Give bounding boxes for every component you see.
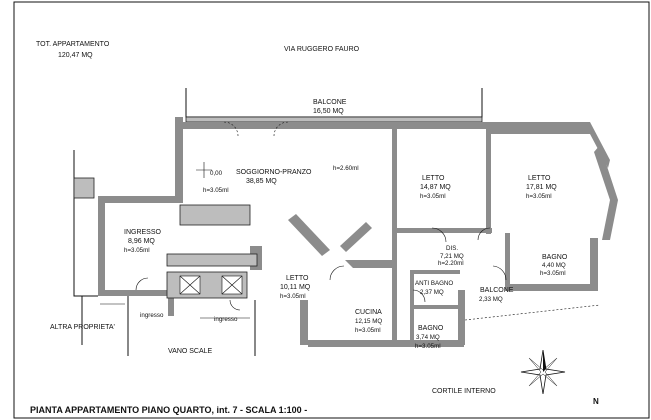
level-mark [196, 162, 212, 178]
ingresso-name: INGRESSO [124, 229, 162, 236]
cucina-area: 12,15 MQ [355, 318, 382, 325]
core-block [166, 253, 258, 299]
balcone-top-name: BALCONE [313, 99, 347, 106]
ingresso-right-label: ingresso [214, 316, 238, 323]
antibagno-area: 2,37 MQ [420, 289, 444, 296]
ingresso-height: h=3.05ml [124, 247, 150, 254]
letto2-height: h=3.05ml [526, 193, 552, 200]
cucina-height: h=3.05ml [355, 327, 381, 334]
bagno1-name: BAGNO [542, 254, 568, 261]
soggiorno-name: SOGGIORNO-PRANZO [236, 169, 312, 176]
door-swings [135, 121, 507, 311]
balcone-small-area: 2,33 MQ [479, 296, 503, 303]
cucina-name: CUCINA [355, 309, 382, 316]
interior-walls [179, 129, 510, 345]
courtyard-line [464, 304, 601, 321]
letto3-height: h=3.05ml [280, 293, 306, 300]
street-label: VIA RUGGERO FAURO [284, 46, 360, 53]
bagno2-name: BAGNO [418, 325, 444, 332]
total-area: 120,47 MQ [58, 52, 93, 59]
level-value: 0,00 [210, 170, 223, 177]
bagno2-area: 3,74 MQ [416, 334, 440, 341]
left-stairs-block [73, 150, 256, 356]
ingresso-left-label: ingresso [140, 312, 164, 319]
outer-walls [98, 117, 618, 347]
dis-height: h=2.20ml [438, 260, 464, 267]
bagno2-height: h=3.05ml [415, 343, 441, 350]
plan-title: PIANTA APPARTAMENTO PIANO QUARTO, int. 7… [30, 405, 307, 415]
bagno1-area: 4,40 MQ [542, 262, 566, 269]
letto2-area: 17,81 MQ [526, 184, 557, 191]
north-arrow-icon [520, 349, 566, 395]
letto3-name: LETTO [286, 275, 309, 282]
soggiorno-height: h=2.60ml [333, 165, 359, 172]
vano-scale-label: VANO SCALE [168, 348, 213, 355]
cortile-label: CORTILE INTERNO [432, 388, 496, 395]
altra-proprieta-label: ALTRA PROPRIETA' [50, 324, 115, 331]
antibagno-name: ANTI BAGNO [415, 280, 453, 287]
balcone-top-area: 16,50 MQ [313, 108, 344, 115]
bagno1-height: h=3.05ml [540, 270, 566, 277]
letto1-height: h=3.05ml [420, 193, 446, 200]
soggiorno-area: 38,85 MQ [246, 178, 277, 185]
letto3-area: 10,11 MQ [280, 284, 311, 291]
letto2-name: LETTO [528, 175, 551, 182]
north-label: N [593, 397, 599, 406]
dis-name: DIS. [446, 245, 458, 252]
balcony-top-rail [185, 116, 483, 123]
ingresso-area: 8,96 MQ [128, 238, 155, 245]
level-height: h=3.05ml [203, 187, 229, 194]
letto1-area: 14,87 MQ [420, 184, 451, 191]
balcone-small-name: BALCONE [480, 287, 514, 294]
dis-area: 7,21 MQ [440, 253, 464, 260]
total-label: TOT. APPARTAMENTO [36, 41, 110, 48]
sheet-frame [13, 1, 650, 419]
letto1-name: LETTO [422, 175, 445, 182]
